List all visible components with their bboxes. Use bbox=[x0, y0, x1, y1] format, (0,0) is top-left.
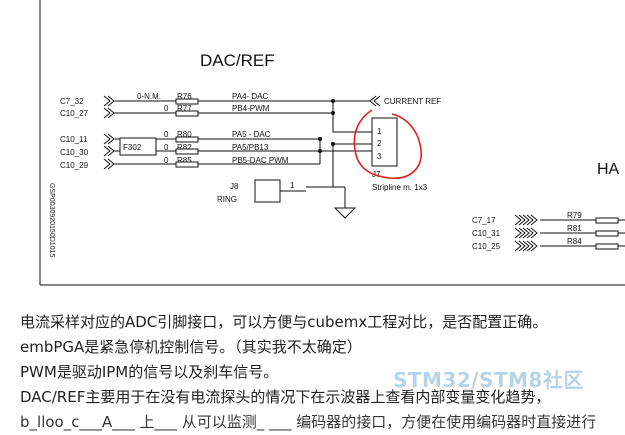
net-label-c10-29: C10_29 bbox=[60, 161, 89, 170]
resistor-value: 0 bbox=[164, 156, 169, 165]
signal-label-pa5-dac: PA5 - DAC bbox=[232, 130, 271, 139]
net-label-c10-30: C10_30 bbox=[60, 148, 89, 157]
section-title: DAC/REF bbox=[200, 51, 275, 70]
resistor-body bbox=[175, 98, 199, 105]
junction-dot bbox=[331, 142, 335, 146]
resistor-ref: R79 bbox=[567, 211, 582, 220]
net-label-c10-25: C10_25 bbox=[472, 242, 501, 251]
resistor-value: 0-N.M. bbox=[137, 92, 161, 101]
current-ref-label: CURRENT REF bbox=[384, 97, 441, 106]
text-line: b_lloo_c___A___ 上___ 从可以监测_ ___ 编码器的接口，方… bbox=[20, 413, 597, 431]
junction-dot bbox=[331, 99, 335, 103]
resistor-ref: R85 bbox=[177, 156, 192, 165]
net-arrow bbox=[103, 145, 115, 157]
resistor-ref: R82 bbox=[177, 143, 192, 152]
resistor-ref: R84 bbox=[567, 237, 582, 246]
net-label-c10-31: C10_31 bbox=[472, 229, 501, 238]
text-line: 电流采样对应的ADC引脚接口，可以方便与cubemx工程对比，是否配置正确。 bbox=[20, 313, 548, 331]
watermark: STM32/STM8社区 bbox=[393, 368, 584, 392]
connector-pin: 3 bbox=[377, 152, 382, 161]
wire-to-ground bbox=[322, 186, 346, 208]
ring-pin: 1 bbox=[290, 181, 295, 190]
ferrite-label: F302 bbox=[123, 143, 142, 152]
ground-icon bbox=[333, 207, 357, 219]
resistor-ref: R80 bbox=[177, 130, 192, 139]
net-label-c10-11: C10_11 bbox=[60, 135, 88, 144]
text-line: DAC/REF主要用于在没有电流探头的情况下在示波器上查看内部变量变化趋势， bbox=[20, 388, 551, 406]
schematic-diagram: DAC/REF HA GSP0030920150D1015 C7_32 C10_… bbox=[39, 0, 625, 286]
resistor-body bbox=[175, 161, 199, 168]
resistor-body bbox=[175, 110, 199, 117]
net-arrow bbox=[103, 107, 115, 119]
current-ref-arrow bbox=[369, 95, 381, 107]
signal-label-pa5-pb13: PA5/PB13 bbox=[232, 143, 269, 152]
net-arrow bbox=[103, 95, 115, 107]
net-label-c10-27: C10_27 bbox=[60, 109, 89, 118]
resistor-value: 0 bbox=[164, 143, 169, 152]
ring-pad bbox=[254, 179, 281, 203]
resistor-value: 0 bbox=[164, 130, 169, 139]
net-arrow bbox=[103, 158, 115, 170]
net-label-c7-32: C7_32 bbox=[60, 97, 84, 106]
partial-title: HA bbox=[597, 161, 620, 178]
ferrite-bead bbox=[119, 137, 157, 156]
signal-label-pb4-pwm: PB4-PWM bbox=[232, 104, 270, 113]
resistor-value: 0 bbox=[164, 104, 169, 113]
red-annotation-circle bbox=[353, 109, 422, 179]
wire-to-pin1 bbox=[332, 101, 372, 133]
resistor-body bbox=[595, 217, 619, 224]
connector-pin: 1 bbox=[377, 127, 382, 136]
ring-ref: J8 bbox=[230, 182, 239, 191]
resistor-ref: R77 bbox=[177, 104, 192, 113]
connector-j7 bbox=[371, 117, 398, 167]
resistor-body bbox=[595, 230, 619, 237]
signal-label-pb5-dac-pwm: PB5-DAC PWM bbox=[232, 156, 289, 165]
wire-to-pin3 bbox=[332, 143, 372, 187]
text-line: PWM是驱动IPM的信号以及刹车信号。 bbox=[20, 363, 279, 381]
wires-middle bbox=[198, 100, 372, 165]
resistor-ref: R76 bbox=[177, 92, 192, 101]
signal-label-pa4-dac: PA4- DAC bbox=[232, 92, 269, 101]
connector-pin: 2 bbox=[377, 139, 382, 148]
net-arrow bbox=[514, 240, 538, 252]
net-arrow bbox=[103, 133, 115, 145]
junction-dot bbox=[318, 137, 322, 141]
ring-label: RING bbox=[217, 195, 237, 204]
resistor-body bbox=[595, 243, 619, 250]
resistor-body bbox=[175, 136, 199, 143]
text-line: embPGA是紧急停机控制信号。（其实我不太确定） bbox=[20, 338, 362, 356]
wires-left bbox=[114, 100, 176, 165]
net-arrow bbox=[514, 214, 538, 226]
junction-dot bbox=[331, 111, 335, 115]
net-arrow bbox=[514, 227, 538, 239]
junction-dot bbox=[318, 149, 322, 153]
resistor-body bbox=[175, 148, 199, 155]
connector-desc: Stripline m. 1x3 bbox=[372, 183, 428, 192]
net-label-c7-17: C7_17 bbox=[472, 216, 496, 225]
resistor-ref: R81 bbox=[567, 224, 582, 233]
side-code: GSP0030920150D1015 bbox=[48, 183, 55, 257]
